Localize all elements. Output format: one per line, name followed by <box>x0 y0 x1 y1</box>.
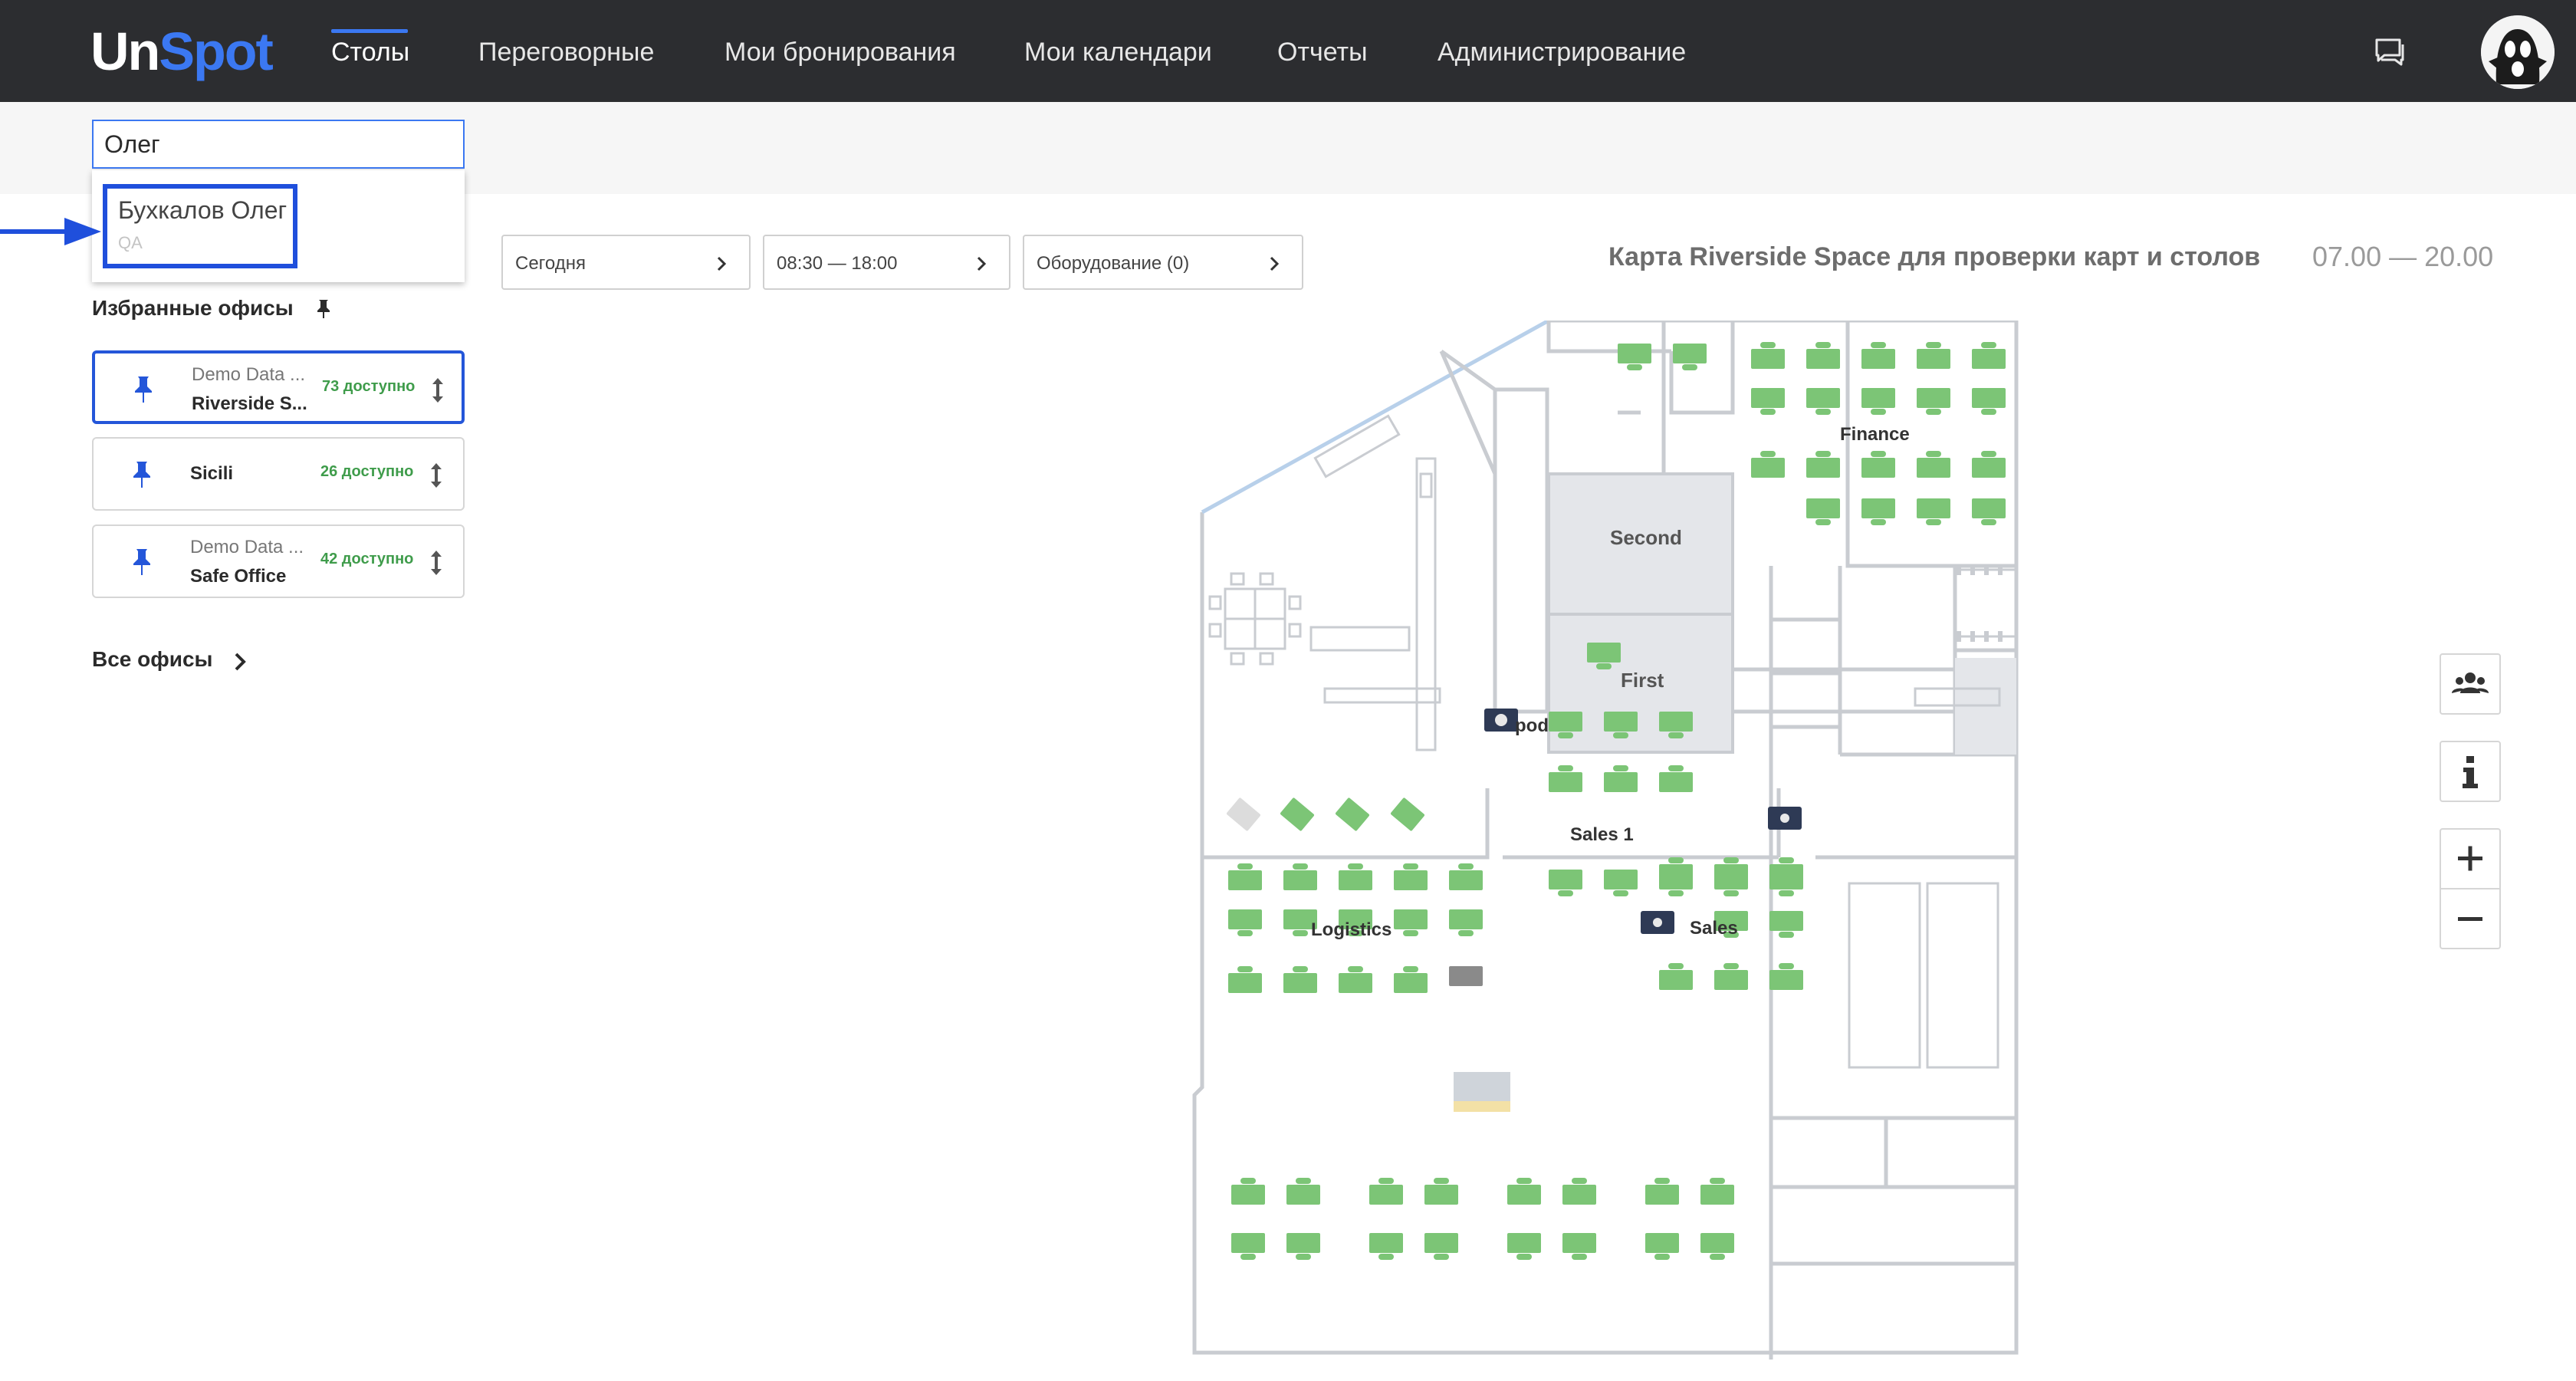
employee-search-input[interactable] <box>92 120 465 169</box>
office-available-count: 42 доступно <box>320 551 414 567</box>
office-available-count: 73 доступно <box>322 378 416 395</box>
active-tab-indicator <box>331 29 408 33</box>
search-results-dropdown: Бухкалов Олег QA <box>92 170 465 282</box>
zone-label-sales-1: Sales 1 <box>1570 824 1634 845</box>
result-employee-name: Бухкалов Олег <box>118 196 288 224</box>
arrow-right-icon <box>0 218 101 245</box>
chevron-right-icon <box>1270 256 1279 271</box>
reception-counter <box>1454 1101 1510 1112</box>
reception-desk <box>1454 1072 1510 1101</box>
chat-icon[interactable] <box>2374 37 2406 67</box>
nav-tab-my-calendars[interactable]: Мои календари <box>1024 38 1212 67</box>
pin-icon <box>317 300 330 318</box>
pin-icon[interactable] <box>132 547 152 577</box>
sales-desks[interactable] <box>1549 857 1803 990</box>
chevron-right-icon[interactable] <box>233 652 247 672</box>
office-available-count: 26 доступно <box>320 463 414 480</box>
nav-tab-meeting-rooms[interactable]: Переговорные <box>478 38 655 67</box>
nav-tab-desks[interactable]: Столы <box>331 38 410 67</box>
show-colleagues-button[interactable] <box>2440 653 2501 715</box>
zoom-controls <box>2440 828 2501 949</box>
zone-label-logistics: Logistics <box>1311 919 1392 940</box>
zoom-in-icon[interactable] <box>2441 830 2499 888</box>
room-label-second: Second <box>1610 526 1682 549</box>
office-name: Riverside S... <box>192 393 307 414</box>
favorite-offices-title: Избранные офисы <box>92 296 294 320</box>
people-group-icon <box>2452 672 2489 693</box>
top-navigation-bar: UnSpot Столы Переговорные Мои бронирован… <box>0 0 2576 102</box>
office-hours: 07.00 — 20.00 <box>2312 241 2494 272</box>
occupied-desk-avatars[interactable] <box>1484 709 1802 934</box>
nav-tab-my-bookings[interactable]: Мои бронирования <box>724 38 956 67</box>
time-filter[interactable]: 08:30 — 18:00 <box>763 235 1010 290</box>
reorder-handle-icon[interactable] <box>429 375 446 406</box>
office-floor-map[interactable]: Second First Finance pod Sales 1 Logisti… <box>1181 321 2024 1363</box>
map-title: Карта Riverside Space для проверки карт … <box>1608 242 2261 271</box>
zone-label-sales: Sales <box>1690 918 1738 939</box>
office-subtitle: Demo Data ... <box>190 537 304 557</box>
avatar-ghost-icon <box>2481 15 2555 89</box>
reorder-handle-icon[interactable] <box>428 460 445 491</box>
result-employee-role: QA <box>118 233 143 252</box>
favorite-office-card[interactable]: Sicili 26 доступно <box>92 437 465 511</box>
equipment-filter[interactable]: Оборудование (0) <box>1023 235 1303 290</box>
logistics-desks[interactable] <box>1228 863 1483 993</box>
chevron-right-icon <box>717 256 726 271</box>
nav-tab-reports[interactable]: Отчеты <box>1277 38 1368 67</box>
pin-icon[interactable] <box>133 375 153 404</box>
zone-label-finance: Finance <box>1840 424 1910 445</box>
nav-tab-administration[interactable]: Администрирование <box>1438 38 1687 67</box>
all-offices-link[interactable]: Все офисы <box>92 647 213 671</box>
unspot-logo[interactable]: UnSpot <box>90 21 274 81</box>
user-avatar[interactable] <box>2481 15 2555 89</box>
zone-label-pod: pod <box>1515 715 1549 736</box>
diagonal-desks[interactable] <box>1226 797 1425 832</box>
office-name: Sicili <box>190 463 234 484</box>
room-label-first: First <box>1621 669 1664 692</box>
office-subtitle: Demo Data ... <box>192 364 306 385</box>
open-space-desks[interactable] <box>1231 1178 1734 1260</box>
reorder-handle-icon[interactable] <box>428 547 445 578</box>
chevron-right-icon <box>977 256 986 271</box>
zoom-out-icon[interactable] <box>2441 889 2499 948</box>
pin-icon[interactable] <box>132 460 152 489</box>
map-info-button[interactable] <box>2440 741 2501 802</box>
favorite-office-card[interactable]: Demo Data ... Riverside S... 73 доступно <box>92 350 465 424</box>
office-name: Safe Office <box>190 566 287 587</box>
info-icon <box>2463 756 2478 788</box>
zoom-divider <box>2441 888 2499 889</box>
bench-seats <box>1957 564 2003 642</box>
search-result-item[interactable]: Бухкалов Олег QA <box>103 184 297 268</box>
furniture-outlines <box>1208 414 2016 1069</box>
date-filter[interactable]: Сегодня <box>501 235 751 290</box>
favorite-office-card[interactable]: Demo Data ... Safe Office 42 доступно <box>92 524 465 598</box>
